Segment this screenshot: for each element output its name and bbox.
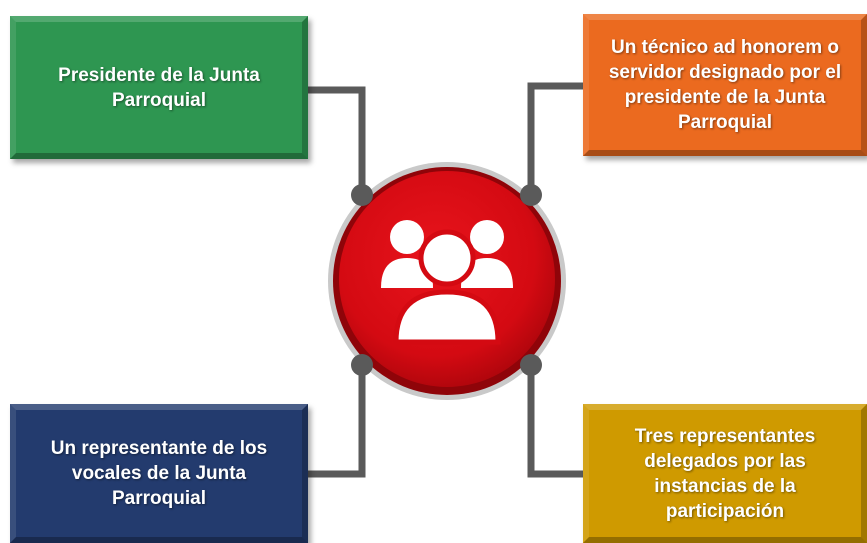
connector-top-left — [308, 86, 366, 195]
people-group-icon — [381, 220, 513, 345]
center-circle — [326, 160, 568, 402]
connector-dot-bottom-left — [351, 354, 373, 376]
box-bottom-left: Un representante de los vocales de la Ju… — [10, 404, 308, 543]
box-bottom-right-text: Tres representantes delegados por las in… — [634, 425, 816, 522]
box-bottom-right: Tres representantes delegados por las in… — [583, 404, 867, 543]
connector-bottom-left — [308, 365, 366, 478]
connector-dot-bottom-right — [520, 354, 542, 376]
connector-dot-top-left — [351, 184, 373, 206]
connector-dot-top-right — [520, 184, 542, 206]
box-bottom-left-text: Un representante de los vocales de la Ju… — [50, 438, 268, 509]
box-top-left: Presidente de la Junta Parroquial — [10, 16, 308, 159]
box-top-left-text: Presidente de la Junta Parroquial — [58, 64, 260, 111]
connector-bottom-right — [527, 365, 583, 478]
connector-top-right — [527, 82, 583, 195]
box-top-right: Un técnico ad honorem o servidor designa… — [583, 14, 867, 156]
box-top-right-text: Un técnico ad honorem o servidor designa… — [608, 37, 842, 133]
